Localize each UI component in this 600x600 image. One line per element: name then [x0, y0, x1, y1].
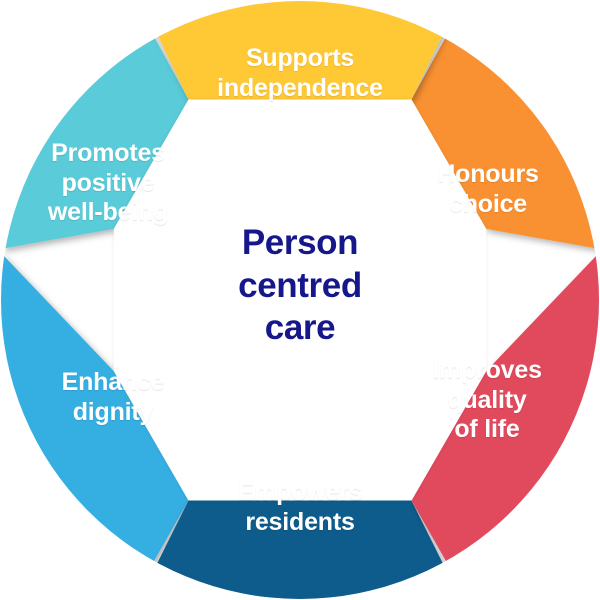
segment-supports-independence[interactable]: [150, 0, 450, 100]
segment-promotes-positive-well-being[interactable]: [2, 23, 189, 249]
segment-improves-quality-of-life[interactable]: [411, 253, 600, 579]
center-hexagon: [113, 99, 487, 501]
center-title: Person centred care: [238, 223, 362, 348]
segment-enhance-dignity[interactable]: [0, 253, 189, 579]
segment-honours-choice[interactable]: [411, 23, 598, 249]
segment-empowers-residents[interactable]: [148, 500, 452, 600]
